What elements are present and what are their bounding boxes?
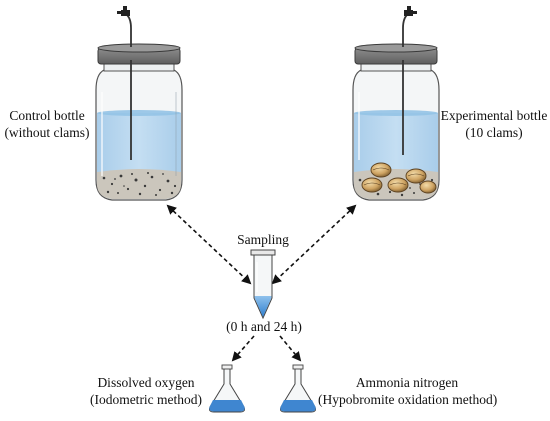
arrow-control-to-sampling [166,204,252,285]
experimental-bottle [352,6,440,201]
centrifuge-tube-icon [250,249,276,320]
an-label-line1: Ammonia nitrogen [355,375,459,390]
control-label-line1: Control bottle [9,108,85,123]
sampling-label: Sampling [237,232,289,247]
do-label-line2: (Iodometric method) [89,392,203,407]
flow-arrows [166,204,357,362]
control-bottle-label: Control bottle (without clams) [4,107,90,141]
erlenmeyer-flask-icon-an [280,364,316,413]
clams [361,162,437,194]
do-label-line1: Dissolved oxygen [97,375,195,390]
dissolved-oxygen-label: Dissolved oxygen (Iodometric method) [84,374,208,408]
erlenmeyer-flask-icon-do [209,364,245,413]
arrow-experimental-to-sampling [271,204,357,285]
control-bottle [95,6,183,201]
an-label-line2: (Hypobromite oxidation method) [318,392,498,407]
control-label-line2: (without clams) [4,125,90,140]
experimental-label-line2: (10 clams) [465,125,523,140]
time-points-label: (0 h and 24 h) [226,319,302,334]
arrow-sampling-to-an [279,335,302,362]
arrow-sampling-to-do [231,335,255,362]
experimental-bottle-label: Experimental bottle (10 clams) [440,107,548,141]
experimental-label-line1: Experimental bottle [440,108,548,123]
ammonia-nitrogen-label: Ammonia nitrogen (Hypobromite oxidation … [318,374,498,408]
